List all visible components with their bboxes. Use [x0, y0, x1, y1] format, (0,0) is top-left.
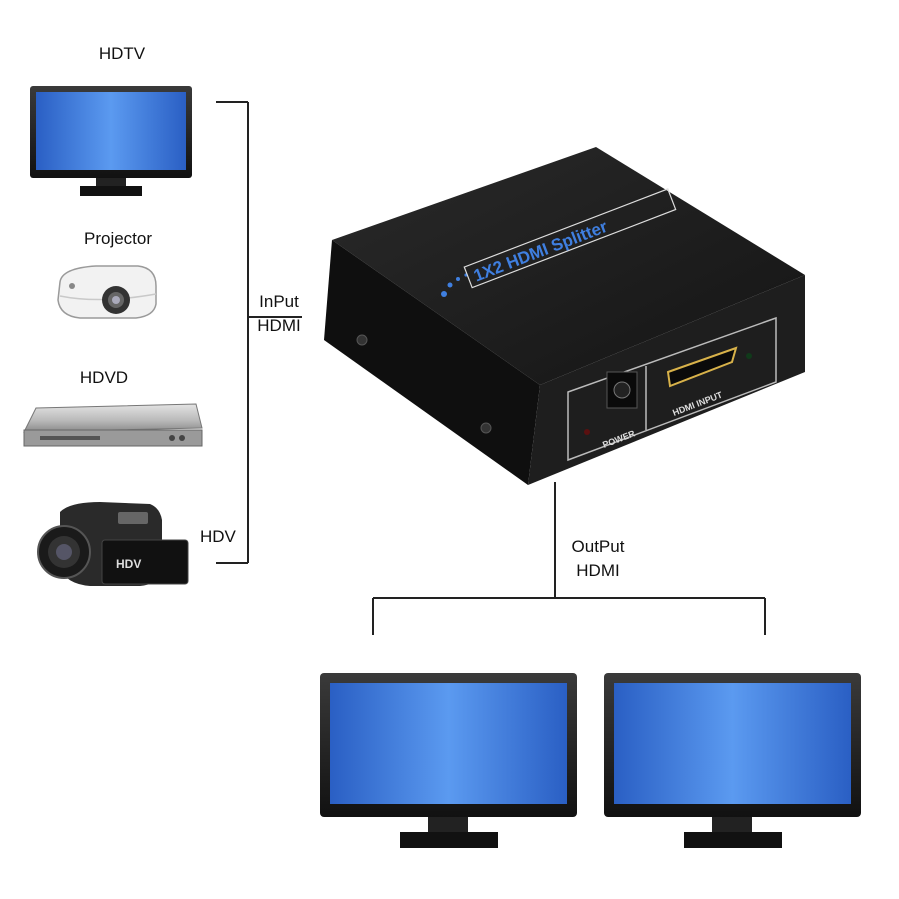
input-label-line1: InPut [259, 292, 299, 311]
hdv-label: HDV [200, 527, 236, 546]
projector-label: Projector [83, 229, 153, 248]
hdtv-icon [30, 86, 192, 196]
output-label-line2: HDMI [576, 561, 620, 580]
output-label-line1: OutPut [571, 537, 625, 556]
input-label-line2: HDMI [257, 316, 301, 335]
hdtv-label: HDTV [98, 44, 146, 63]
camcorder-icon [37, 502, 189, 586]
hdmi-splitter-device [324, 147, 805, 485]
output-monitor-1 [320, 673, 577, 848]
input-bracket [216, 101, 302, 564]
projector-icon [57, 265, 157, 319]
dvd-player-icon [23, 403, 203, 447]
hdvd-label: HDVD [79, 368, 129, 387]
output-bracket [372, 482, 766, 635]
output-monitor-2 [604, 673, 861, 848]
camcorder-badge: HDV [116, 557, 141, 571]
